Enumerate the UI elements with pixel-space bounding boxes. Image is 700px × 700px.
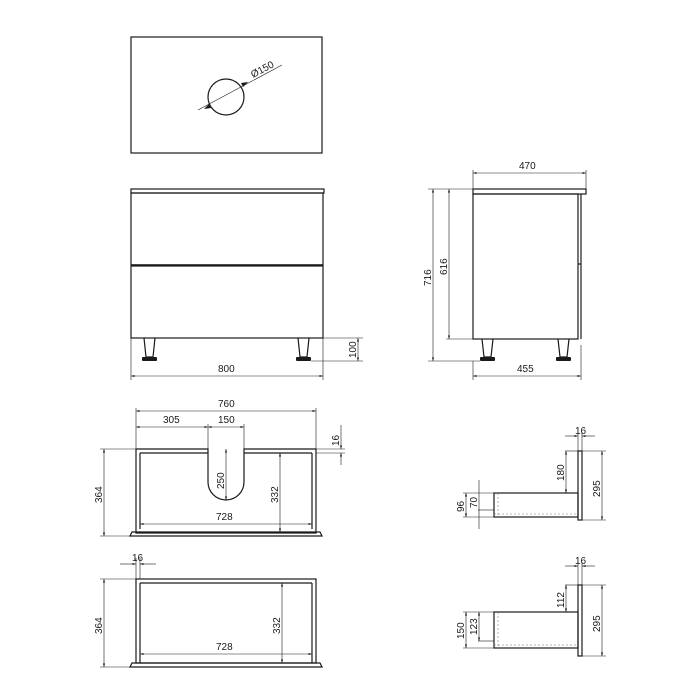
front-countertop bbox=[130, 188, 325, 194]
top-depth-label: 470 bbox=[519, 161, 536, 172]
lower-section-thickness-label: 16 bbox=[575, 556, 587, 567]
lower-overall-depth-label: 364 bbox=[94, 617, 105, 634]
body-height-label: 616 bbox=[439, 258, 450, 275]
side-view: 470 716 616 455 bbox=[423, 161, 587, 380]
panel-thickness-label: 16 bbox=[331, 434, 342, 446]
front-left-leg bbox=[142, 337, 157, 361]
overall-depth-label: 364 bbox=[94, 486, 105, 503]
inner-width-label: 728 bbox=[216, 512, 233, 523]
base-depth-label: 455 bbox=[517, 364, 534, 375]
tap-hole-circle bbox=[207, 78, 245, 116]
upper-drawer-section: 16 180 295 96 70 bbox=[456, 426, 606, 529]
leg-height-label: 100 bbox=[348, 341, 359, 358]
upper-section-front-height-label: 295 bbox=[592, 480, 603, 497]
side-back-leg bbox=[556, 338, 571, 361]
left-offset-label: 305 bbox=[163, 415, 180, 426]
cutout-depth-label: 250 bbox=[216, 472, 227, 489]
upper-section-inner-height-label: 70 bbox=[469, 496, 480, 508]
front-right-leg bbox=[296, 337, 311, 361]
lower-drawer-plan: 16 364 332 728 bbox=[94, 553, 323, 668]
lower-inner-depth-label: 332 bbox=[272, 617, 283, 634]
inner-depth-label: 332 bbox=[270, 486, 281, 503]
lower-section-box-height-label: 150 bbox=[456, 622, 467, 639]
top-view: Ø150 bbox=[130, 36, 323, 154]
lower-drawer-front bbox=[130, 265, 324, 339]
side-body bbox=[472, 193, 579, 340]
countertop-outline bbox=[130, 36, 323, 154]
hole-diameter-leader bbox=[197, 64, 283, 111]
upper-section-thickness-label: 16 bbox=[575, 426, 587, 437]
lower-inner-width-label: 728 bbox=[216, 642, 233, 653]
hole-diameter-label: Ø150 bbox=[249, 59, 276, 80]
cutout-width-label: 150 bbox=[218, 415, 235, 426]
upper-drawer-front bbox=[130, 192, 324, 266]
upper-section-front-panel bbox=[577, 450, 583, 521]
upper-drawer-plan: 760 305 150 16 250 332 728 364 bbox=[94, 399, 345, 537]
front-view: 800 100 bbox=[130, 188, 363, 380]
lower-section-top-gap-label: 112 bbox=[556, 592, 567, 608]
lower-section-inner-height-label: 123 bbox=[469, 618, 480, 635]
side-front-leg bbox=[480, 338, 495, 361]
lower-section-front-height-label: 295 bbox=[592, 615, 603, 632]
lower-drawer-section: 16 112 295 150 123 bbox=[456, 556, 606, 657]
upper-section-top-gap-label: 180 bbox=[556, 464, 567, 481]
lower-panel-thickness-label: 16 bbox=[132, 553, 144, 564]
overall-width-label: 760 bbox=[218, 399, 235, 410]
front-width-label: 800 bbox=[218, 364, 235, 375]
total-height-label: 716 bbox=[423, 269, 434, 286]
upper-section-box-height-label: 96 bbox=[456, 500, 467, 512]
side-countertop bbox=[472, 188, 587, 195]
